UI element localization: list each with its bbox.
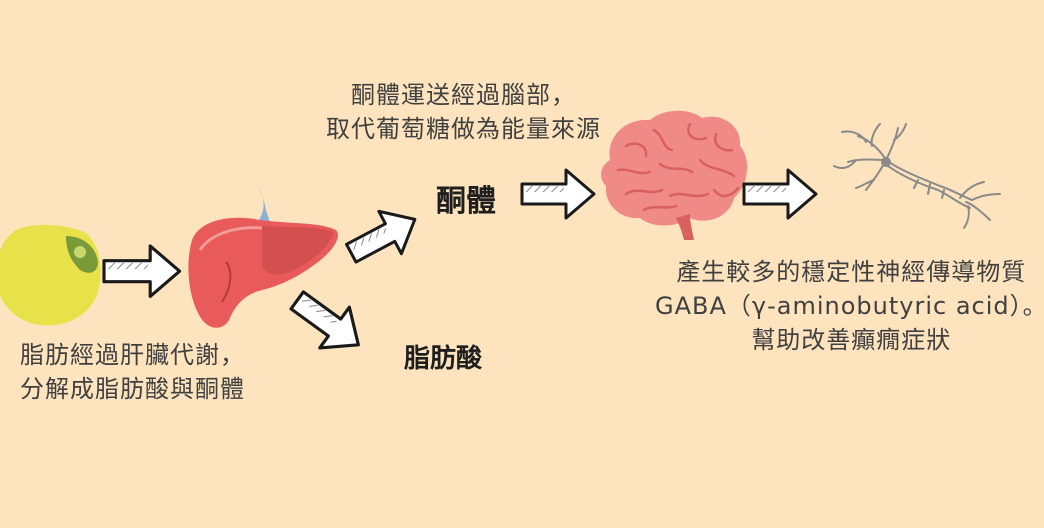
arrow-ketone-to-brain-icon — [520, 168, 596, 220]
arrow-liver-to-ketone-icon — [338, 196, 428, 276]
ketone-caption-line-1: 酮體運送經過腦部， — [351, 81, 576, 109]
fat-caption-line-2: 分解成脂肪酸與酮體 — [20, 375, 245, 403]
fatty-acid-label: 脂肪酸 — [404, 344, 483, 374]
fat-cell-icon — [0, 224, 101, 326]
brain-icon — [601, 110, 748, 240]
neuron-icon — [833, 123, 1001, 229]
gaba-caption: 產生較多的穩定性神經傳導物質 GABA（γ-aminobutyric acid）… — [655, 255, 1044, 357]
ketone-label: 酮體 — [436, 184, 496, 219]
ketone-caption-line-2: 取代葡萄糖做為能量來源 — [326, 115, 601, 143]
liver-icon — [188, 183, 338, 328]
brain-caption-line-3: 幫助改善癲癇症狀 — [751, 326, 952, 354]
fat-metabolism-caption: 脂肪經過肝臟代謝， 分解成脂肪酸與酮體 — [20, 338, 245, 406]
brain-caption-line-1: 產生較多的穩定性神經傳導物質 — [676, 258, 1027, 286]
arrow-liver-to-fattyacid-icon — [280, 278, 375, 367]
ketone-transport-caption: 酮體運送經過腦部， 取代葡萄糖做為能量來源 — [326, 78, 601, 146]
arrow-fat-to-liver-icon — [102, 244, 182, 298]
fat-caption-line-1: 脂肪經過肝臟代謝， — [20, 341, 245, 369]
arrow-brain-to-neuron-icon — [742, 168, 818, 220]
brain-caption-line-2: GABA（γ-aminobutyric acid）。 — [655, 292, 1044, 320]
